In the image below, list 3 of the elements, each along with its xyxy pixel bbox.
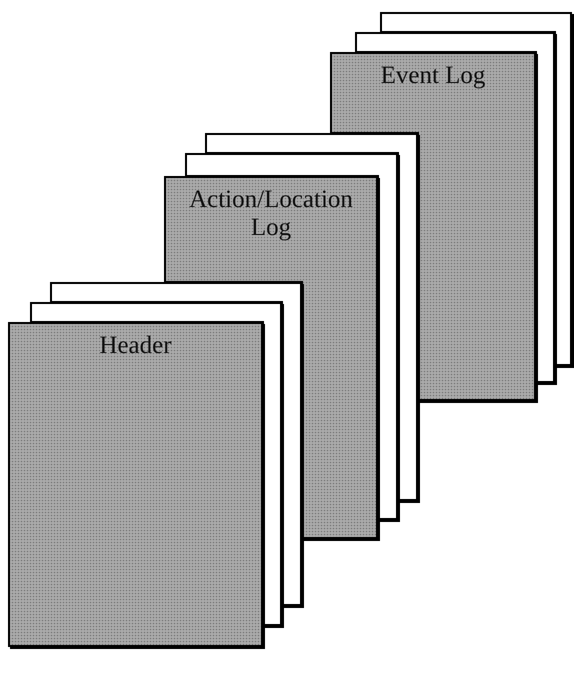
- page-title: Event Log: [380, 62, 486, 90]
- page-title: Header: [98, 332, 173, 360]
- page-title: Action/Location Log: [188, 186, 354, 242]
